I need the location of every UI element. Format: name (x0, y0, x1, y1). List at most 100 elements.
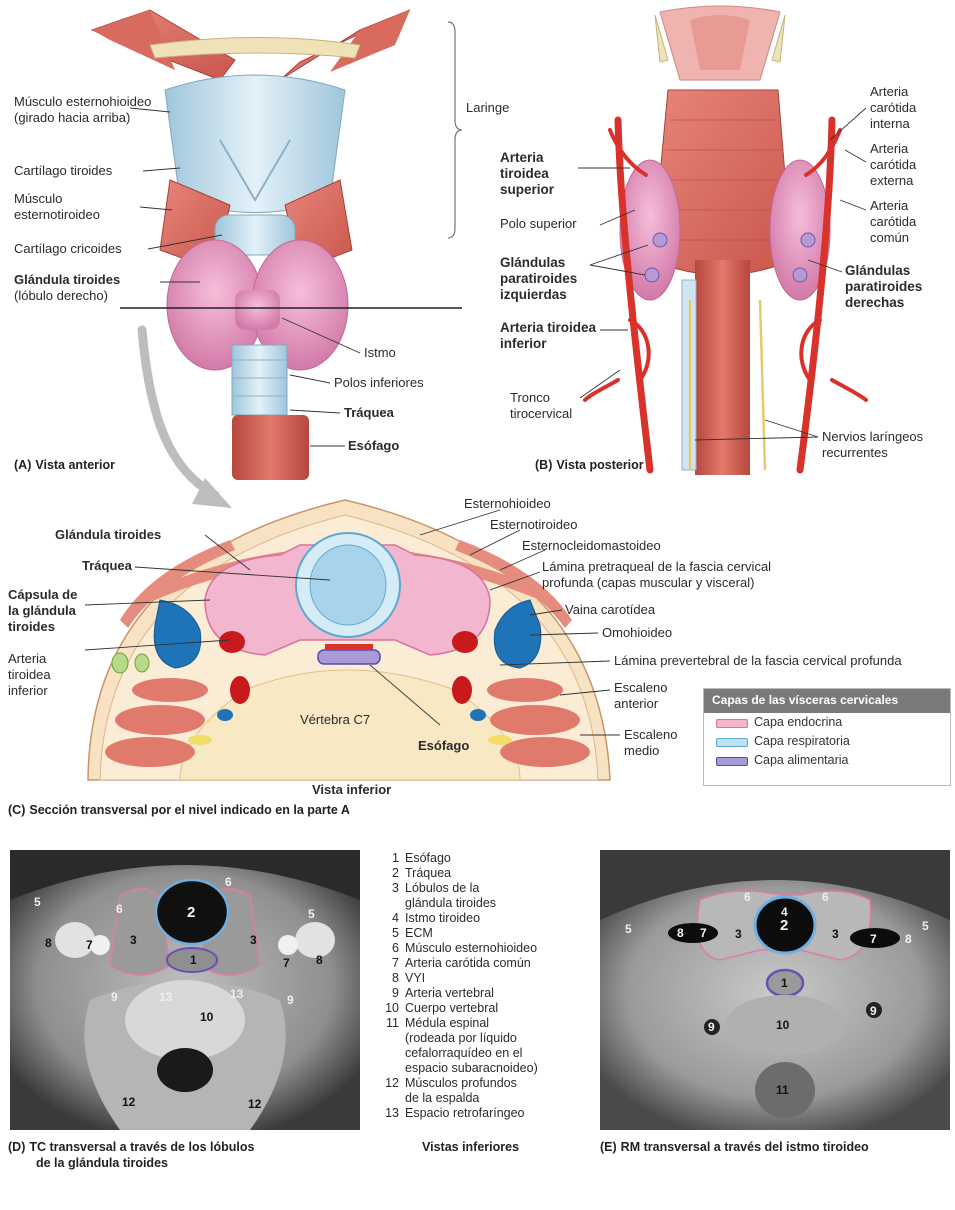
scan-e-num: 9 (708, 1020, 715, 1034)
label-arteria-tiroidea-inf: Arteria tiroidea (500, 320, 596, 336)
scan-d-num: 9 (111, 990, 118, 1004)
label-nervios-2: recurrentes (822, 445, 888, 461)
label-arteria-inf-c-2: tiroidea (8, 667, 51, 683)
scan-d-num: 8 (316, 953, 323, 967)
scan-d-num: 10 (200, 1010, 213, 1024)
scan-d-num: 7 (86, 938, 93, 952)
label-esternocleidomastoideo: Esternocleidomastoideo (522, 538, 661, 554)
label-polo-superior: Polo superior (500, 216, 577, 232)
legend-item-respiratoria: Capa respiratoria (704, 732, 950, 751)
panel-d-ct (10, 850, 360, 1130)
scan-e-num: 5 (922, 919, 929, 933)
label-lobulo-derecho: (lóbulo derecho) (14, 288, 108, 304)
label-esternohioideo-sub: (girado hacia arriba) (14, 110, 130, 126)
scan-e-num: 9 (870, 1004, 877, 1018)
label-polos-inferiores: Polos inferiores (334, 375, 424, 391)
scan-d-num: 7 (283, 956, 290, 970)
label-escaleno-anterior: Escaleno (614, 680, 667, 696)
list-item: (rodeada por líquido (383, 1031, 593, 1046)
legend-swatch-respiratoria (716, 738, 748, 747)
label-traquea-c: Tráquea (82, 558, 132, 574)
label-escaleno-medio-2: medio (624, 743, 659, 759)
scan-d-num: 6 (116, 902, 123, 916)
scan-e-num: 6 (822, 890, 829, 904)
label-arteria-tiroidea-sup: Arteria (500, 150, 544, 166)
scan-d-num: 3 (130, 933, 137, 947)
label-nervios: Nervios laríngeos (822, 429, 923, 445)
label-glandulas-izq-2: paratiroides (500, 271, 577, 287)
label-glandulas-izq: Glándulas (500, 255, 565, 271)
scan-d-num: 13 (159, 990, 172, 1004)
scan-d-num: 8 (45, 936, 52, 950)
label-carotida-interna-2: carótida (870, 100, 916, 116)
scan-d-num: 5 (308, 907, 315, 921)
label-glandulas-der-3: derechas (845, 295, 904, 311)
scan-e-num: 5 (625, 922, 632, 936)
label-lamina-pretraqueal: Lámina pretraqueal de la fascia cervical (542, 559, 771, 575)
label-carotida-comun-3: común (870, 230, 909, 246)
caption-panel-e: (E)RM transversal a través del istmo tir… (600, 1140, 869, 1154)
scan-e-num: 3 (735, 927, 742, 941)
label-carotida-externa: Arteria (870, 141, 908, 157)
label-escaleno-anterior-2: anterior (614, 696, 658, 712)
list-item: glándula tiroides (383, 896, 593, 911)
label-carotida-externa-3: externa (870, 173, 913, 189)
scan-e-num: 10 (776, 1018, 789, 1032)
legend-item-alimentaria: Capa alimentaria (704, 751, 950, 770)
list-item: espacio subaracnoideo) (383, 1061, 593, 1076)
label-arteria-tiroidea-inf-2: inferior (500, 336, 547, 352)
scan-e-num: 11 (776, 1083, 789, 1097)
scan-d-num: 12 (248, 1097, 261, 1111)
legend-item-endocrina: Capa endocrina (704, 713, 950, 732)
scan-d-num: 3 (250, 933, 257, 947)
label-tronco: Tronco (510, 390, 550, 406)
label-istmo: Istmo (364, 345, 396, 361)
label-esternohioideo-c: Esternohioideo (464, 496, 551, 512)
caption-panel-d: (D)TC transversal a través de los lóbulo… (8, 1140, 254, 1154)
scan-d-num: 13 (230, 987, 243, 1001)
label-arteria-tiroidea-sup-2: tiroidea (500, 166, 549, 182)
label-carotida-externa-2: carótida (870, 157, 916, 173)
label-esofago-c: Esófago (418, 738, 469, 754)
scan-e-num: 2 (780, 917, 788, 934)
label-tronco-2: tirocervical (510, 406, 572, 422)
legend-swatch-endocrina (716, 719, 748, 728)
caption-panel-d-line2: de la glándula tiroides (36, 1156, 168, 1170)
label-laringe: Laringe (466, 100, 509, 116)
caption-panel-b: (B)Vista posterior (535, 458, 644, 472)
label-traquea-a: Tráquea (344, 405, 394, 421)
label-glandula-tiroides-c: Glándula tiroides (55, 527, 161, 543)
caption-panel-c: (C)Sección transversal por el nivel indi… (8, 803, 350, 817)
scan-e-num: 6 (744, 890, 751, 904)
label-capsula-2: la glándula (8, 603, 76, 619)
legend-swatch-alimentaria (716, 757, 748, 766)
label-omohioideo: Omohioideo (602, 625, 672, 641)
panel-a-drawing (92, 10, 462, 508)
scan-d-num: 9 (287, 993, 294, 1007)
label-carotida-interna: Arteria (870, 84, 908, 100)
scan-d-num: 12 (122, 1095, 135, 1109)
label-lamina-pretraqueal-2: profunda (capas muscular y visceral) (542, 575, 754, 591)
label-arteria-inf-c-3: inferior (8, 683, 48, 699)
scan-d-num: 6 (225, 875, 232, 889)
scan-d-num: 5 (34, 895, 41, 909)
caption-vistas-inferiores: Vistas inferiores (422, 1140, 519, 1154)
label-esternotiroideo-sub: esternotiroideo (14, 207, 100, 223)
scan-e-num: 7 (700, 926, 707, 940)
scan-e-num: 8 (905, 932, 912, 946)
caption-panel-a: (A)Vista anterior (14, 458, 115, 472)
label-capsula: Cápsula de (8, 587, 77, 603)
label-carotida-comun-2: carótida (870, 214, 916, 230)
label-glandulas-izq-3: izquierdas (500, 287, 567, 303)
